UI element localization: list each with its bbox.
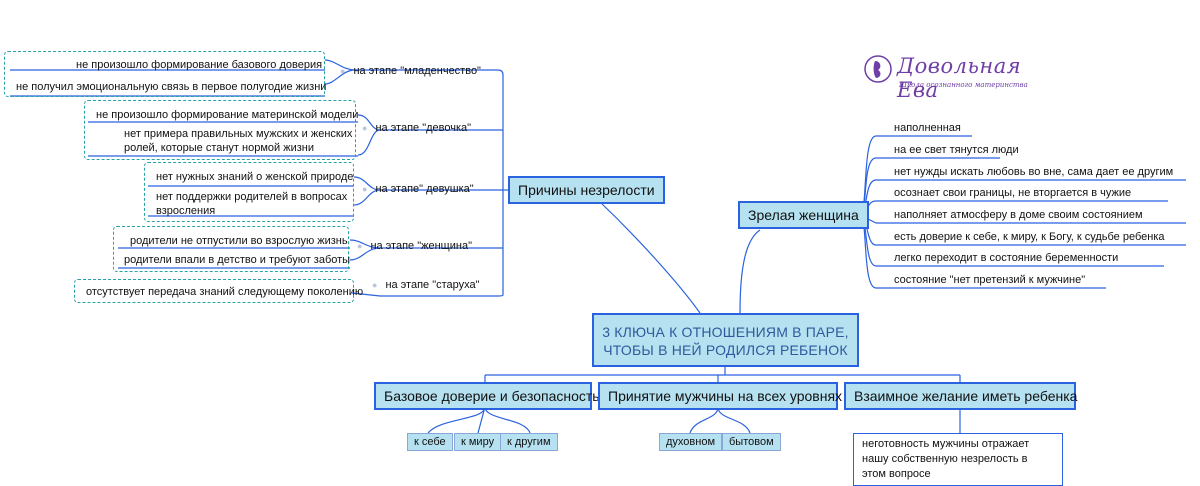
bullet-dot: ● (372, 280, 378, 290)
sub-spiritual[interactable]: духовном (659, 433, 723, 451)
mature-item-2[interactable]: на ее свет тянутся люди (894, 144, 1019, 156)
mature-item-1[interactable]: наполненная (894, 122, 961, 134)
mature-item-8[interactable]: состояние "нет претензий к мужчине" (894, 274, 1086, 286)
right-branch-title[interactable]: Зрелая женщина (738, 201, 869, 229)
reason-group-5 (74, 279, 354, 303)
key-mutual-desire[interactable]: Взаимное желание иметь ребенка (844, 382, 1077, 410)
logo-name: Довольная Ева (897, 54, 1022, 102)
bullet-dot: ● (362, 184, 368, 194)
mature-item-4[interactable]: осознает свои границы, не вторгается в ч… (894, 187, 1132, 199)
stage-label-2[interactable]: ●на этапе "девочка" (362, 122, 472, 134)
reason-1-2[interactable]: не получил эмоциональную связь в первое … (16, 81, 327, 93)
sub-others[interactable]: к другим (500, 433, 558, 451)
mature-item-3[interactable]: нет нужды искать любовь во вне, сама дае… (894, 166, 1174, 178)
stage-label-4[interactable]: ●на этапе "женщина" (357, 240, 472, 252)
reason-5-1[interactable]: отсутствует передача знаний следующему п… (86, 286, 364, 298)
reason-3-2[interactable]: нет поддержки родителей в вопросах взрос… (156, 191, 348, 217)
reason-group-4 (113, 226, 349, 272)
reason-group-3 (144, 162, 354, 222)
man-readiness-note[interactable]: неготовность мужчины отражает нашу собст… (853, 433, 1063, 486)
stage-label-1[interactable]: ●на этапе "младенчество" (340, 65, 481, 77)
mature-item-5[interactable]: наполняет атмосферу в доме своим состоян… (894, 209, 1143, 221)
central-line-2: ЧТОБЫ В НЕЙ РОДИЛСЯ РЕБЕНОК (603, 342, 848, 358)
connector-lines (10, 59, 1186, 434)
central-topic[interactable]: 3 КЛЮЧА К ОТНОШЕНИЯМ В ПАРЕ, ЧТОБЫ В НЕЙ… (592, 313, 859, 367)
reason-2-1[interactable]: не произошло формирование материнской мо… (96, 109, 359, 121)
logo-tagline: Школа осознанного материнства (899, 81, 1028, 89)
reason-4-1[interactable]: родители не отпустили во взрослую жизнь (130, 235, 348, 247)
bullet-dot: ● (362, 123, 368, 133)
reason-group-1 (4, 51, 325, 97)
sub-household[interactable]: бытовом (722, 433, 781, 451)
bullet-dot: ● (357, 241, 363, 251)
stage-label-3[interactable]: ●на этапе" девушка" (362, 183, 474, 195)
mature-item-6[interactable]: есть доверие к себе, к миру, к Богу, к с… (894, 231, 1165, 243)
central-line-1: 3 КЛЮЧА К ОТНОШЕНИЯМ В ПАРЕ, (602, 324, 849, 340)
bullet-dot: ● (340, 66, 346, 76)
sub-self[interactable]: к себе (407, 433, 453, 451)
reason-3-1[interactable]: нет нужных знаний о женской природе (156, 171, 354, 183)
reason-group-2 (84, 100, 356, 160)
key-basic-trust[interactable]: Базовое доверие и безопасность (374, 382, 600, 410)
mature-item-7[interactable]: легко переходит в состояние беременности (894, 252, 1119, 264)
reason-4-2[interactable]: родители впали в детство и требуют забот… (124, 254, 351, 266)
stage-label-5[interactable]: ●на этапе "старуха" (372, 279, 480, 291)
key-accept-man[interactable]: Принятие мужчины на всех уровнях (598, 382, 842, 410)
woman-silhouette-icon (864, 55, 892, 83)
sub-world[interactable]: к миру (454, 433, 502, 451)
reason-2-2[interactable]: нет примера правильных мужских и женских… (124, 128, 353, 154)
left-branch-title[interactable]: Причины незрелости (508, 176, 665, 204)
reason-1-1[interactable]: не произошло формирование базового довер… (76, 59, 323, 71)
